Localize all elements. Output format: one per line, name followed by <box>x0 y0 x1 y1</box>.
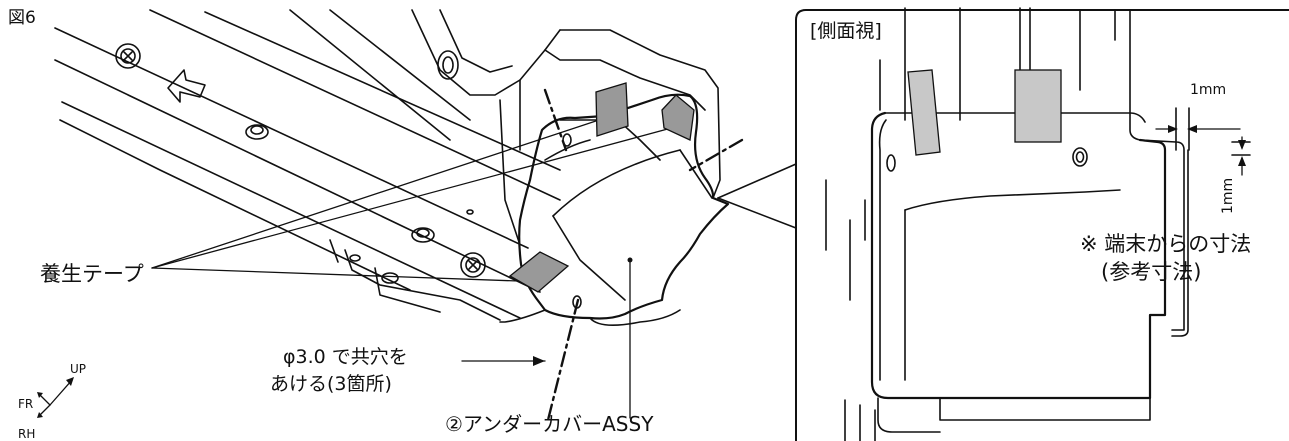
callout-wedge <box>717 163 797 229</box>
inset-frame <box>795 9 1289 441</box>
tape-upper-left <box>595 82 629 137</box>
under-cover-assy <box>499 93 730 326</box>
dimension-horizontal: 1mm <box>1190 82 1227 98</box>
axis-arrowheads <box>37 377 74 418</box>
bolt-upper <box>115 43 141 69</box>
inset-side-view <box>825 7 1251 441</box>
bolt-upper-right <box>437 50 459 80</box>
leader-arrowheads <box>533 125 1246 366</box>
protective-tapes <box>508 69 1062 293</box>
tape-lower <box>508 251 570 293</box>
tape-inset-left <box>907 69 941 156</box>
dimension-note-line2: (参考寸法) <box>1101 260 1202 284</box>
figure-label: 図6 <box>8 8 36 28</box>
direction-arrow-icon <box>167 69 206 103</box>
tape-upper-right <box>661 94 695 141</box>
axis-rh-label: RH <box>18 427 36 441</box>
dimension-note-line1: ※ 端末からの寸法 <box>1080 232 1252 256</box>
inset-title: [側面視] <box>810 20 882 42</box>
frame-holes <box>245 124 582 309</box>
axis-up-label: UP <box>70 362 87 376</box>
axis-indicator <box>39 379 73 416</box>
hole-instruction-line1: φ3.0 で共穴を <box>283 346 408 368</box>
tape-inset-center <box>1014 69 1062 143</box>
leader-dots <box>627 257 633 263</box>
drill-centerlines <box>543 88 744 422</box>
hole-instruction-line2: あける(3箇所) <box>270 373 392 395</box>
assy-label: ②アンダーカバーASSY <box>445 412 654 436</box>
axis-fr-label: FR <box>18 397 34 411</box>
bolt-lower <box>460 252 486 278</box>
tape-label: 養生テープ <box>40 262 144 286</box>
dimension-vertical: 1mm <box>1220 177 1236 214</box>
frame-rails <box>54 9 561 321</box>
upper-bracket <box>411 9 721 246</box>
